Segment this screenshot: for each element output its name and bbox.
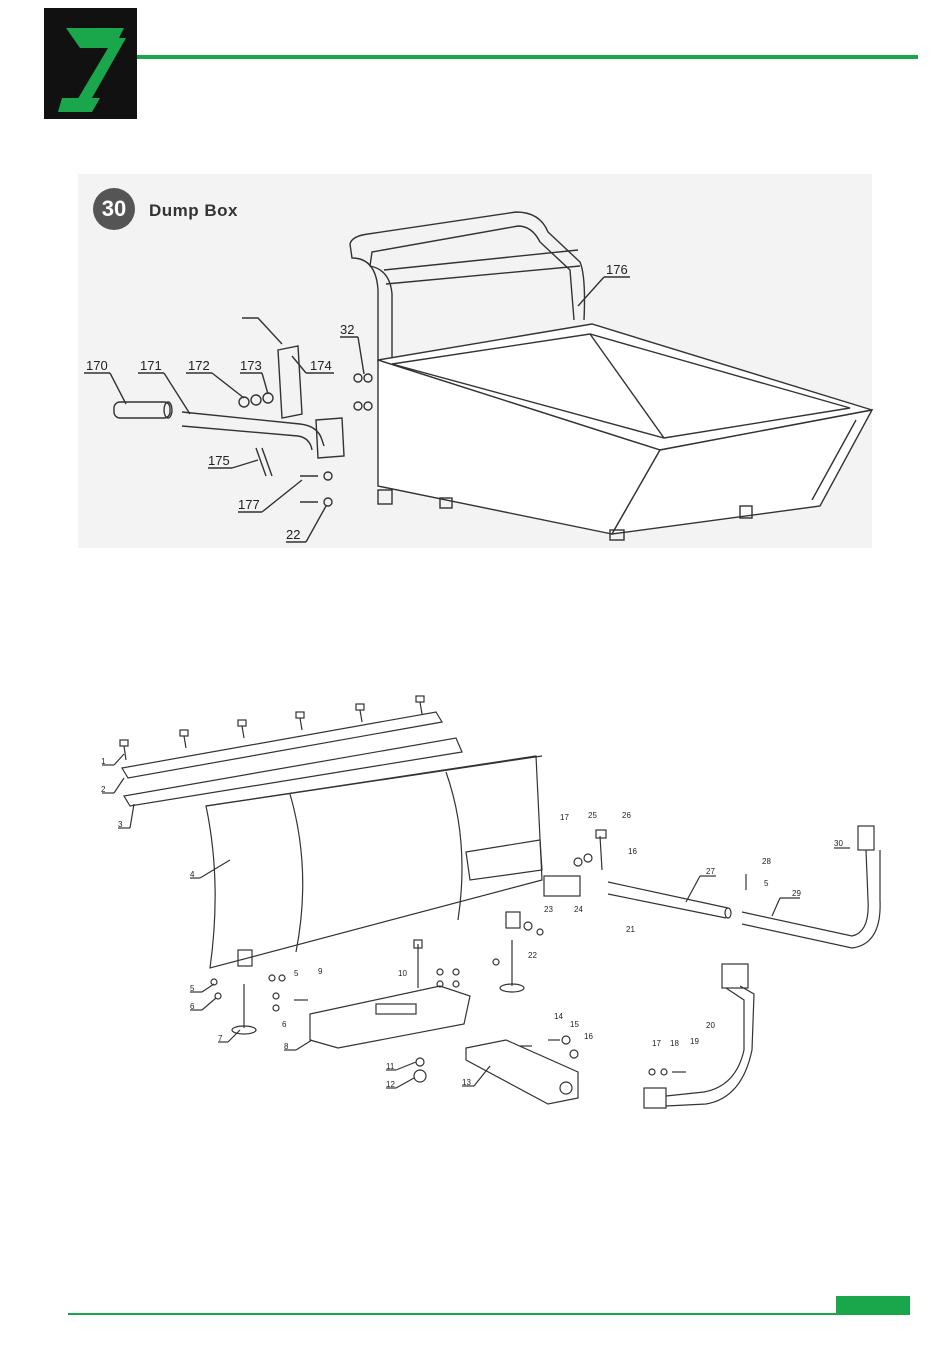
callout-18: 18 xyxy=(670,1039,679,1048)
callout-28: 28 xyxy=(762,857,771,866)
callout-177: 177 xyxy=(238,497,260,512)
callout-16a: 16 xyxy=(584,1032,593,1041)
footer-page-tab xyxy=(836,1296,910,1314)
callout-22: 22 xyxy=(286,527,300,542)
callout-173: 173 xyxy=(240,358,262,373)
callout-1: 1 xyxy=(101,757,106,766)
callout-8: 8 xyxy=(284,1042,289,1051)
callout-23: 23 xyxy=(544,905,553,914)
callout-5c: 5 xyxy=(764,879,769,888)
callout-17b: 17 xyxy=(652,1039,661,1048)
callout-29: 29 xyxy=(792,889,801,898)
callout-19: 19 xyxy=(690,1037,699,1046)
callout-14: 14 xyxy=(554,1012,563,1021)
callout-13: 13 xyxy=(462,1078,471,1087)
callout-15: 15 xyxy=(570,1020,579,1029)
callout-20: 20 xyxy=(706,1021,715,1030)
callout-25: 25 xyxy=(588,811,597,820)
callout-175: 175 xyxy=(208,453,230,468)
callout-24: 24 xyxy=(574,905,583,914)
callout-21: 21 xyxy=(626,925,635,934)
callout-30: 30 xyxy=(834,839,843,848)
callout-7: 7 xyxy=(218,1034,223,1043)
callout-16b: 16 xyxy=(628,847,637,856)
callout-10: 10 xyxy=(398,969,407,978)
callout-26: 26 xyxy=(622,811,631,820)
callout-4: 4 xyxy=(190,870,195,879)
callout-171: 171 xyxy=(140,358,162,373)
callout-6a: 6 xyxy=(190,1002,195,1011)
callout-172: 172 xyxy=(188,358,210,373)
callout-17a: 17 xyxy=(560,813,569,822)
callout-9: 9 xyxy=(318,967,323,976)
callout-170: 170 xyxy=(86,358,108,373)
callout-5a: 5 xyxy=(190,984,195,993)
footer-rule xyxy=(68,1313,910,1315)
callout-3: 3 xyxy=(118,820,123,829)
callout-2: 2 xyxy=(101,785,106,794)
callout-5b: 5 xyxy=(294,969,299,978)
callout-32: 32 xyxy=(340,322,354,337)
callout-22: 22 xyxy=(528,951,537,960)
callout-174: 174 xyxy=(310,358,332,373)
callout-176: 176 xyxy=(606,262,628,277)
callout-6b: 6 xyxy=(282,1020,287,1029)
callout-11: 11 xyxy=(386,1062,395,1071)
callout-12: 12 xyxy=(386,1080,395,1089)
callout-27: 27 xyxy=(706,867,715,876)
